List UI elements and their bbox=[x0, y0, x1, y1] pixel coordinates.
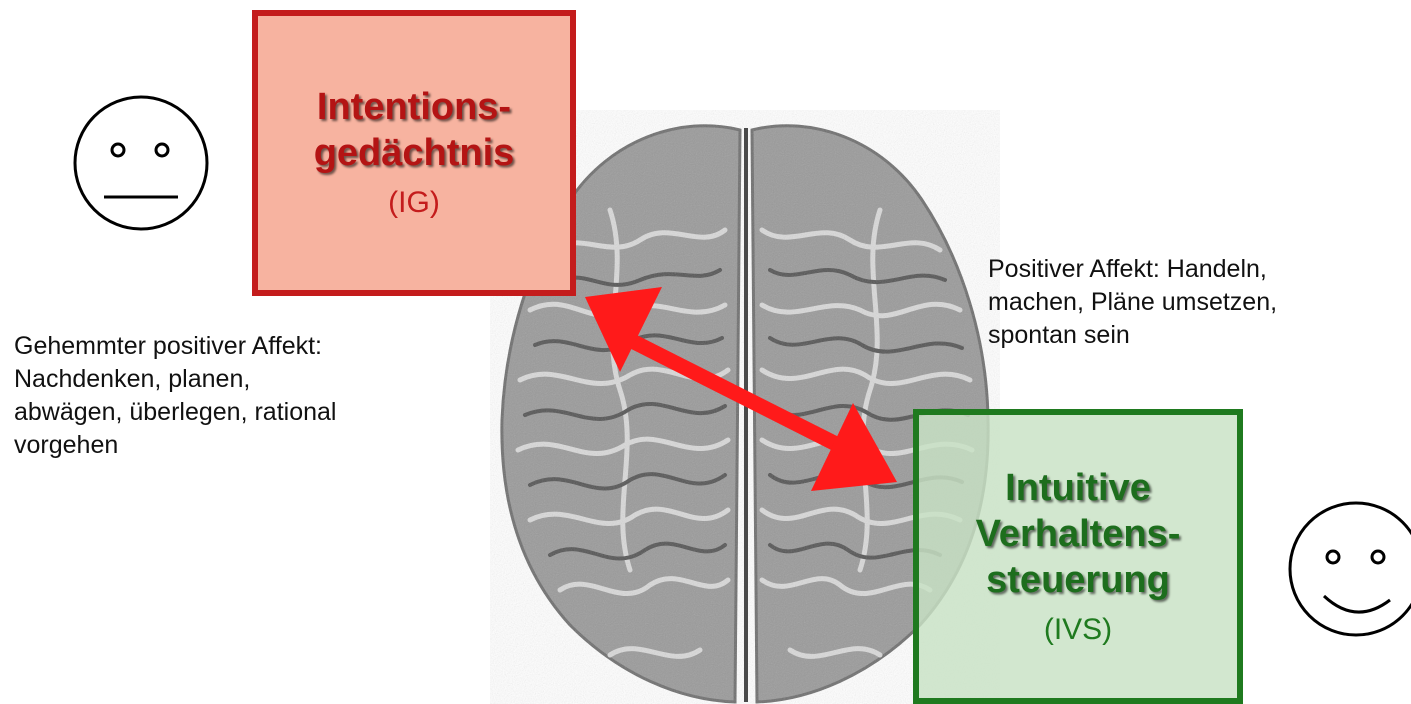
intentions-memory-title: Intentions- gedächtnis bbox=[314, 84, 515, 176]
smiling-face-icon bbox=[1286, 500, 1411, 638]
inhibited-positive-affect-text: Gehemmter positiver Affekt: Nachdenken, … bbox=[14, 330, 494, 462]
intentions-memory-abbreviation: (IG) bbox=[388, 184, 440, 222]
intuitive-behavior-control-abbreviation: (IVS) bbox=[1044, 611, 1112, 649]
intentions-memory-box: Intentions- gedächtnis (IG) bbox=[252, 10, 576, 296]
intuitive-behavior-control-title: Intuitive Verhaltens- steuerung bbox=[976, 465, 1181, 603]
neutral-face-icon bbox=[72, 94, 210, 232]
positive-affect-text: Positiver Affekt: Handeln, machen, Pläne… bbox=[988, 253, 1408, 352]
intuitive-behavior-control-box: Intuitive Verhaltens- steuerung (IVS) bbox=[913, 409, 1243, 704]
